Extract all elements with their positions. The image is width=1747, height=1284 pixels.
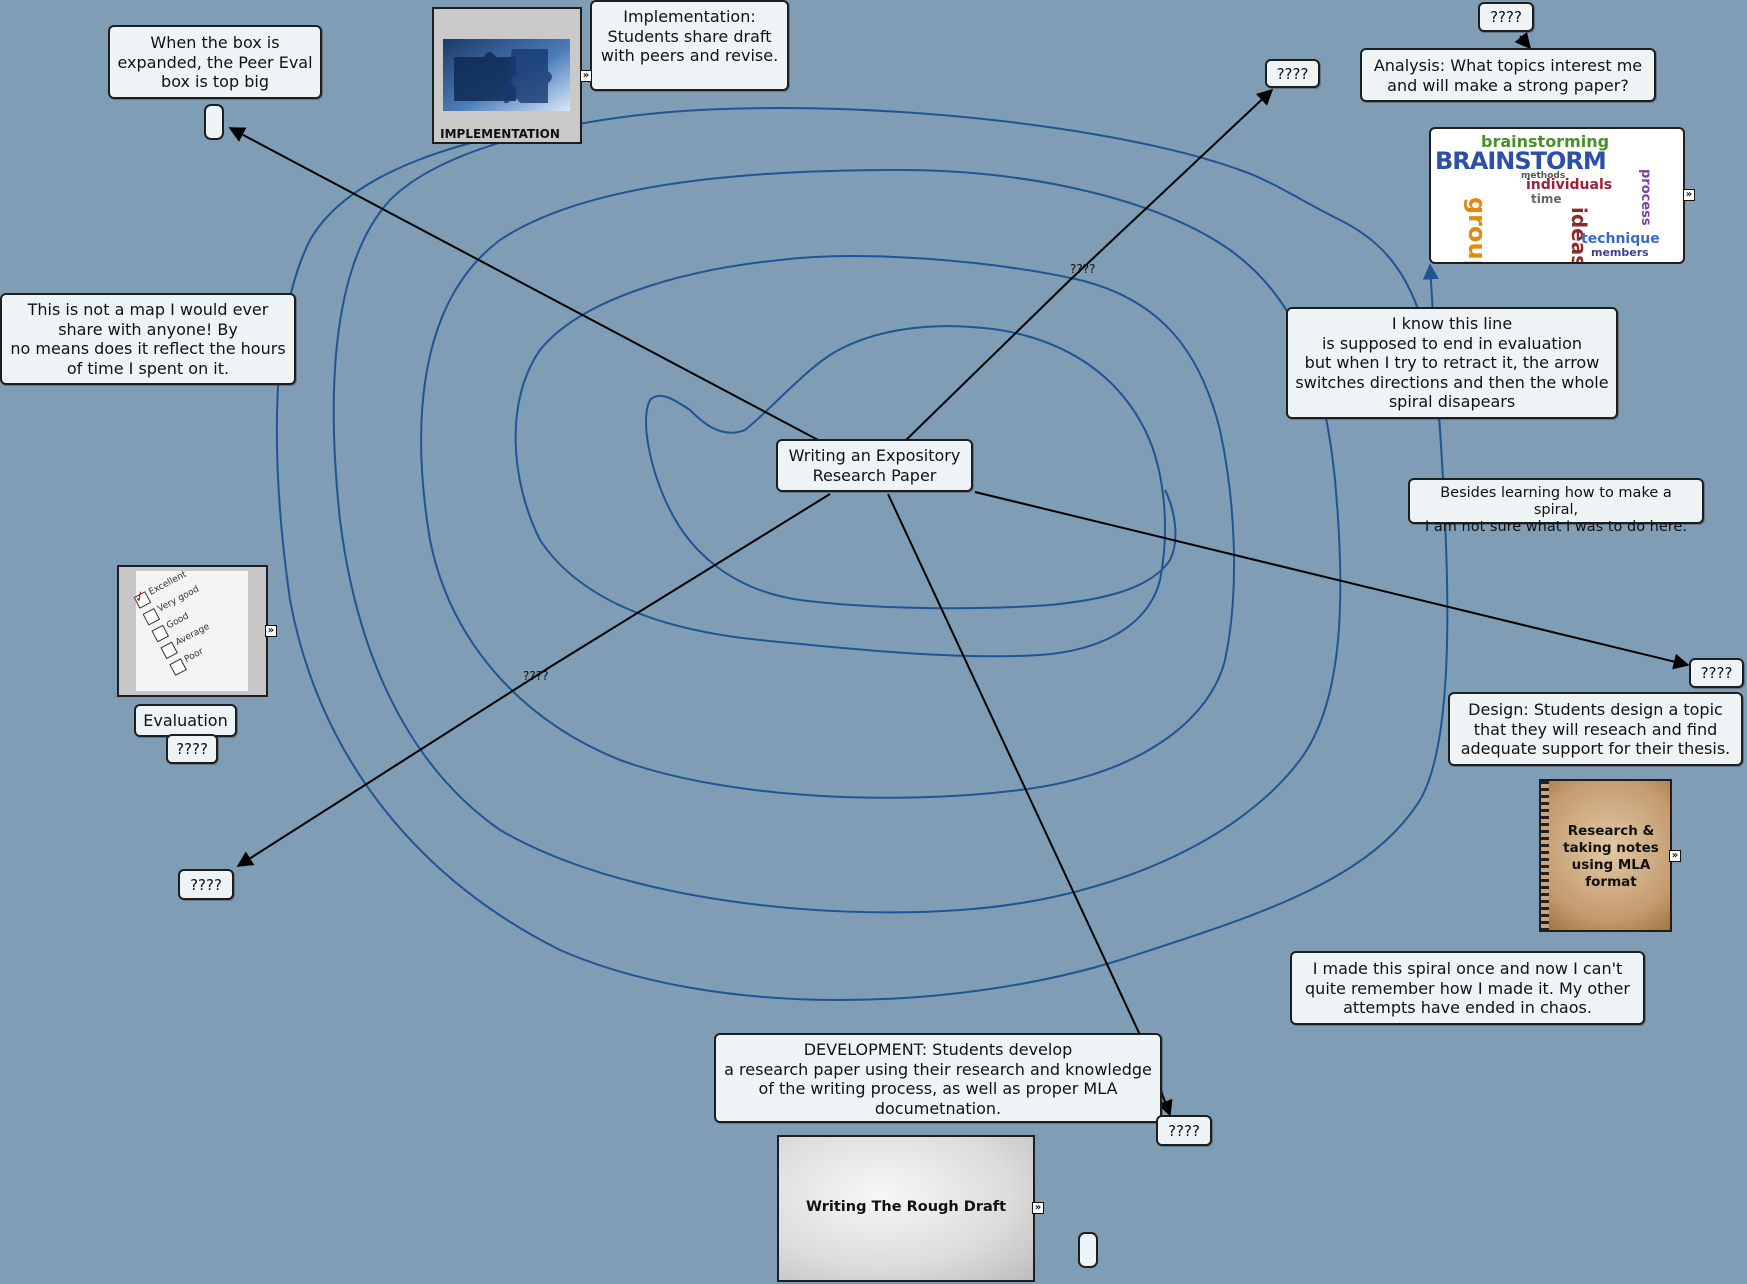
expand-icon-brainstorm[interactable]: » bbox=[1683, 189, 1695, 201]
puzzle-image bbox=[443, 39, 570, 111]
implementation-image-node[interactable]: IMPLEMENTATION bbox=[432, 7, 582, 144]
checklist-item-good: Good bbox=[165, 611, 191, 632]
checklist-image-node[interactable]: ✓ Excellent Very good Good Average Poor bbox=[117, 565, 268, 697]
link-label-lower-left: ???? bbox=[523, 669, 549, 683]
research-notebook-image-node[interactable]: Research & taking notes using MLA format bbox=[1539, 779, 1672, 932]
word-group: group bbox=[1463, 197, 1491, 264]
rough-draft-image-node[interactable]: Writing The Rough Draft bbox=[777, 1135, 1035, 1282]
expand-icon-rough-draft[interactable]: » bbox=[1032, 1202, 1044, 1214]
development-note[interactable]: DEVELOPMENT: Students develop a research… bbox=[714, 1033, 1162, 1123]
notebook-spiral-binding bbox=[1541, 781, 1549, 930]
brainstorm-image-node[interactable]: brainstorming BRAINSTORM methods individ… bbox=[1429, 127, 1685, 264]
central-topic-node[interactable]: Writing an Expository Research Paper bbox=[776, 439, 973, 492]
spiral-path bbox=[275, 107, 1449, 1001]
checklist-item-poor: Poor bbox=[182, 646, 206, 665]
connector-to-bottom-placeholder bbox=[887, 493, 1173, 1117]
word-technique: technique bbox=[1581, 231, 1660, 247]
placeholder-top-right[interactable]: ???? bbox=[1478, 2, 1534, 32]
spiral-once-note[interactable]: I made this spiral once and now I can't … bbox=[1290, 951, 1645, 1025]
not-a-map-note[interactable]: This is not a map I would ever share wit… bbox=[0, 293, 296, 385]
implementation-note[interactable]: Implementation: Students share draft wit… bbox=[590, 0, 789, 91]
placeholder-evaluation[interactable]: ???? bbox=[166, 734, 218, 764]
placeholder-upper-middle[interactable]: ???? bbox=[1265, 59, 1320, 88]
placeholder-bottom[interactable]: ???? bbox=[1156, 1115, 1212, 1146]
analysis-note[interactable]: Analysis: What topics interest me and wi… bbox=[1360, 48, 1656, 102]
connector-to-lower-left-placeholder bbox=[236, 493, 831, 867]
connector-to-right-placeholder bbox=[974, 491, 1690, 670]
placeholder-lower-left[interactable]: ???? bbox=[178, 869, 234, 900]
connector-top-right bbox=[1514, 31, 1532, 50]
empty-node-peer-eval[interactable] bbox=[204, 104, 224, 140]
word-brainstorming: brainstorming bbox=[1481, 132, 1610, 151]
link-label-upper-right: ???? bbox=[1070, 262, 1096, 276]
word-time: time bbox=[1531, 192, 1562, 206]
rough-draft-caption: Writing The Rough Draft bbox=[805, 1199, 1007, 1215]
connector-to-peer-eval bbox=[228, 127, 821, 442]
implementation-caption: IMPLEMENTATION bbox=[440, 127, 560, 141]
word-process: process bbox=[1638, 169, 1653, 226]
evaluation-node[interactable]: Evaluation bbox=[134, 704, 237, 737]
expand-icon-checklist[interactable]: » bbox=[265, 625, 277, 637]
line-retract-note[interactable]: I know this line is supposed to end in e… bbox=[1286, 307, 1618, 419]
empty-node-bottom[interactable] bbox=[1078, 1232, 1098, 1268]
word-members: members bbox=[1591, 246, 1649, 259]
word-methods: methods bbox=[1521, 171, 1566, 181]
connector-to-upper-placeholder bbox=[904, 88, 1274, 442]
design-note[interactable]: Design: Students design a topic that the… bbox=[1448, 692, 1743, 766]
expand-icon[interactable]: » bbox=[580, 70, 592, 82]
word-individuals: individuals bbox=[1526, 177, 1613, 193]
placeholder-right[interactable]: ???? bbox=[1689, 658, 1744, 688]
besides-note[interactable]: Besides learning how to make a spiral, I… bbox=[1408, 478, 1704, 535]
word-brainstorm: BRAINSTORM bbox=[1435, 147, 1607, 175]
research-caption: Research & taking notes using MLA format bbox=[1563, 823, 1659, 890]
expand-icon-research[interactable]: » bbox=[1669, 850, 1681, 862]
peer-eval-note[interactable]: When the box is expanded, the Peer Eval … bbox=[108, 25, 322, 99]
notebook-cover bbox=[1549, 781, 1670, 930]
